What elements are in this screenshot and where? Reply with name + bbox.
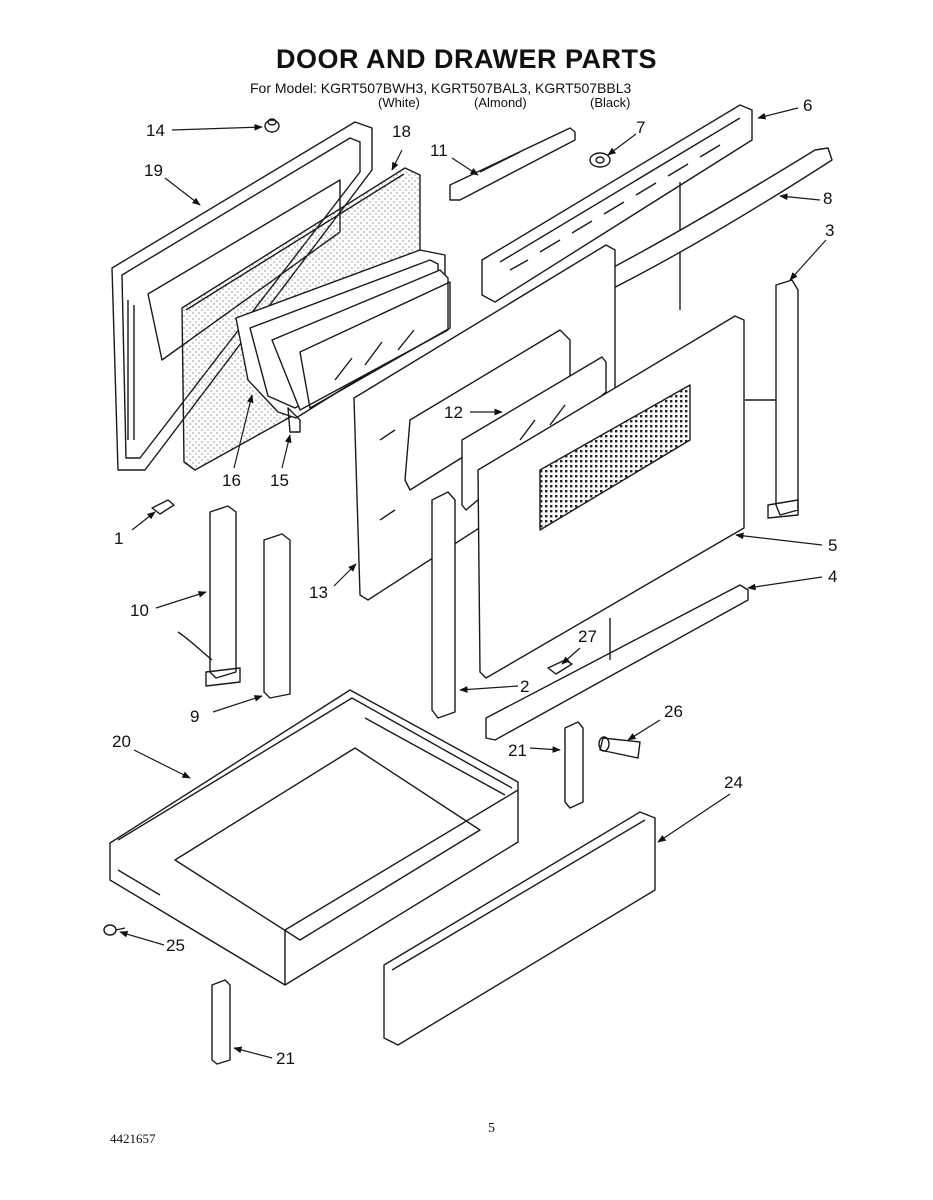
part-label-16: 16 — [222, 471, 241, 490]
part-label-19: 19 — [144, 161, 163, 180]
model-line: For Model: KGRT507BWH3, KGRT507BAL3, KGR… — [250, 80, 632, 96]
part-label-18: 18 — [392, 122, 411, 141]
part-label-5: 5 — [828, 536, 838, 555]
side-trim — [263, 533, 291, 699]
outer-door-frame — [111, 121, 373, 471]
part-label-2: 2 — [520, 677, 530, 696]
document-number: 4421657 — [110, 1131, 156, 1146]
part-label-3: 3 — [825, 221, 835, 240]
hinge-assembly — [177, 505, 241, 687]
part-label-12: 12 — [444, 403, 463, 422]
page-title: DOOR AND DRAWER PARTS — [276, 44, 657, 74]
page-number: 5 — [488, 1121, 495, 1136]
part-label-13: 13 — [309, 583, 328, 602]
bottom-door-trim — [485, 584, 749, 741]
part-label-21-lower: 21 — [276, 1049, 295, 1068]
part-label-11: 11 — [430, 141, 448, 160]
outer-door-panel — [477, 315, 790, 679]
door-vent-trim — [481, 104, 753, 310]
part-label-20: 20 — [112, 732, 131, 751]
hinge-bracket — [449, 127, 576, 201]
part-label-27: 27 — [578, 627, 597, 646]
color-almond: (Almond) — [474, 95, 527, 110]
door-bumper — [264, 118, 280, 133]
color-white: (White) — [378, 95, 420, 110]
part-label-8: 8 — [823, 189, 833, 208]
part-label-26: 26 — [664, 702, 683, 721]
part-label-7: 7 — [636, 118, 646, 137]
small-clip — [547, 659, 573, 675]
drawer-screw — [103, 924, 126, 936]
drawer-body — [109, 689, 519, 986]
hinge-clip — [151, 499, 175, 515]
part-label-10: 10 — [130, 601, 149, 620]
color-black: (Black) — [590, 95, 631, 110]
part-label-25: 25 — [166, 936, 185, 955]
leader-lines — [119, 107, 827, 1059]
door-knob — [589, 152, 611, 168]
part-label-6: 6 — [803, 96, 813, 115]
left-side-trim — [431, 491, 456, 719]
part-label-21-upper: 21 — [508, 741, 527, 760]
inner-glass-pack — [235, 249, 451, 433]
part-label-24: 24 — [724, 773, 743, 792]
drawer-roller — [598, 736, 641, 759]
drawer-front-panel — [383, 811, 656, 1046]
drawer-slide-bracket-lower — [211, 979, 231, 1065]
right-side-trim — [767, 279, 799, 519]
part-label-15: 15 — [270, 471, 289, 490]
part-label-4: 4 — [828, 567, 838, 586]
drawer-slide-bracket-upper — [564, 721, 584, 809]
door-handle — [559, 147, 833, 309]
part-label-14: 14 — [146, 121, 165, 140]
part-label-1: 1 — [114, 529, 124, 548]
part-label-9: 9 — [190, 707, 200, 726]
